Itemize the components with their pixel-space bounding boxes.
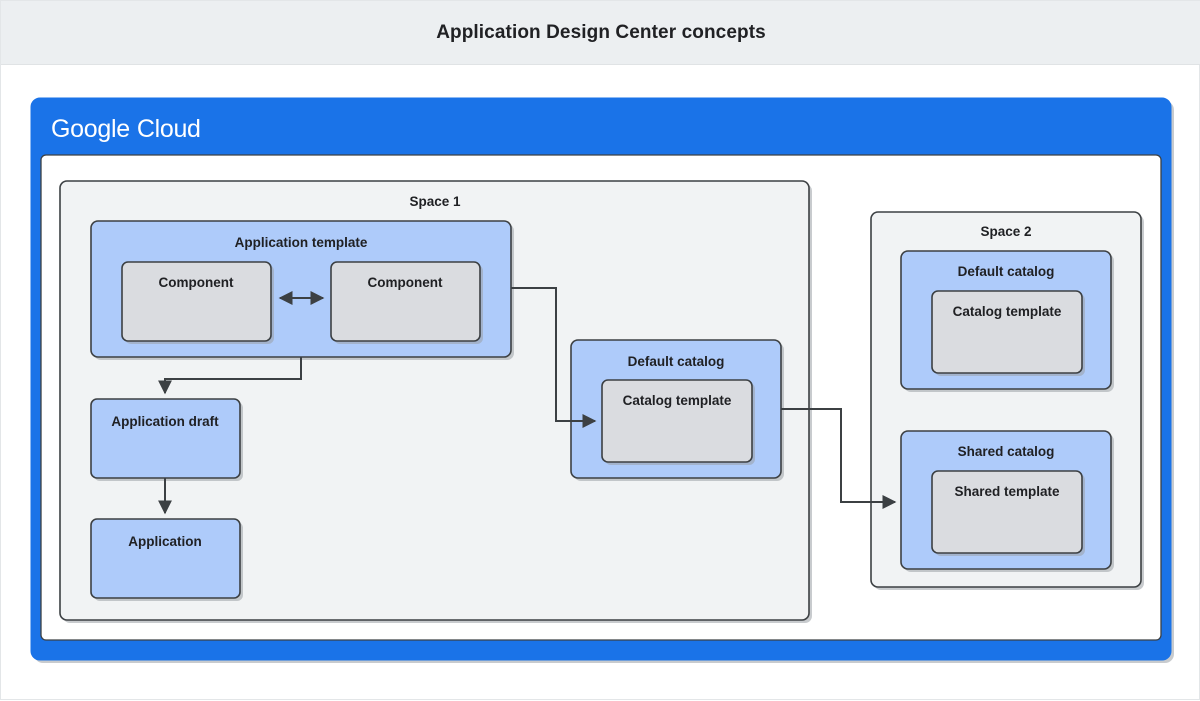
shared-catalog-space-2-label: Shared catalog <box>958 444 1055 459</box>
component-right-label: Component <box>368 275 443 290</box>
brand-google-text: Google <box>51 115 130 143</box>
default-catalog-to-shared-catalog-arrow <box>781 408 897 509</box>
component-left-box[interactable] <box>121 261 272 342</box>
application-label: Application <box>128 534 202 549</box>
shared-template-space-2-label: Shared template <box>954 484 1060 499</box>
brand-cloud-text: Cloud <box>137 115 201 143</box>
application-draft-label: Application draft <box>111 414 219 429</box>
template-to-draft-arrow <box>158 357 302 395</box>
component-right-box[interactable] <box>330 261 481 342</box>
catalog-template-space-1-box[interactable] <box>601 379 753 463</box>
component-left-label: Component <box>159 275 234 290</box>
application-box[interactable] <box>90 518 241 599</box>
catalog-template-space-1-label: Catalog template <box>623 393 732 408</box>
application-draft-box[interactable] <box>90 398 241 479</box>
template-to-catalog-template-arrow <box>511 287 597 428</box>
page-title: Application Design Center concepts <box>436 21 766 43</box>
shared-template-space-2-box[interactable] <box>931 470 1083 554</box>
space-2-label: Space 2 <box>980 224 1031 239</box>
default-catalog-space-2-label: Default catalog <box>958 264 1055 279</box>
catalog-template-space-2-box[interactable] <box>931 290 1083 374</box>
default-catalog-space-1-label: Default catalog <box>628 354 725 369</box>
catalog-template-space-2-label: Catalog template <box>953 304 1062 319</box>
application-template-label: Application template <box>235 235 368 250</box>
space-1-label: Space 1 <box>409 194 461 209</box>
page-header: Application Design Center concepts <box>1 1 1200 65</box>
